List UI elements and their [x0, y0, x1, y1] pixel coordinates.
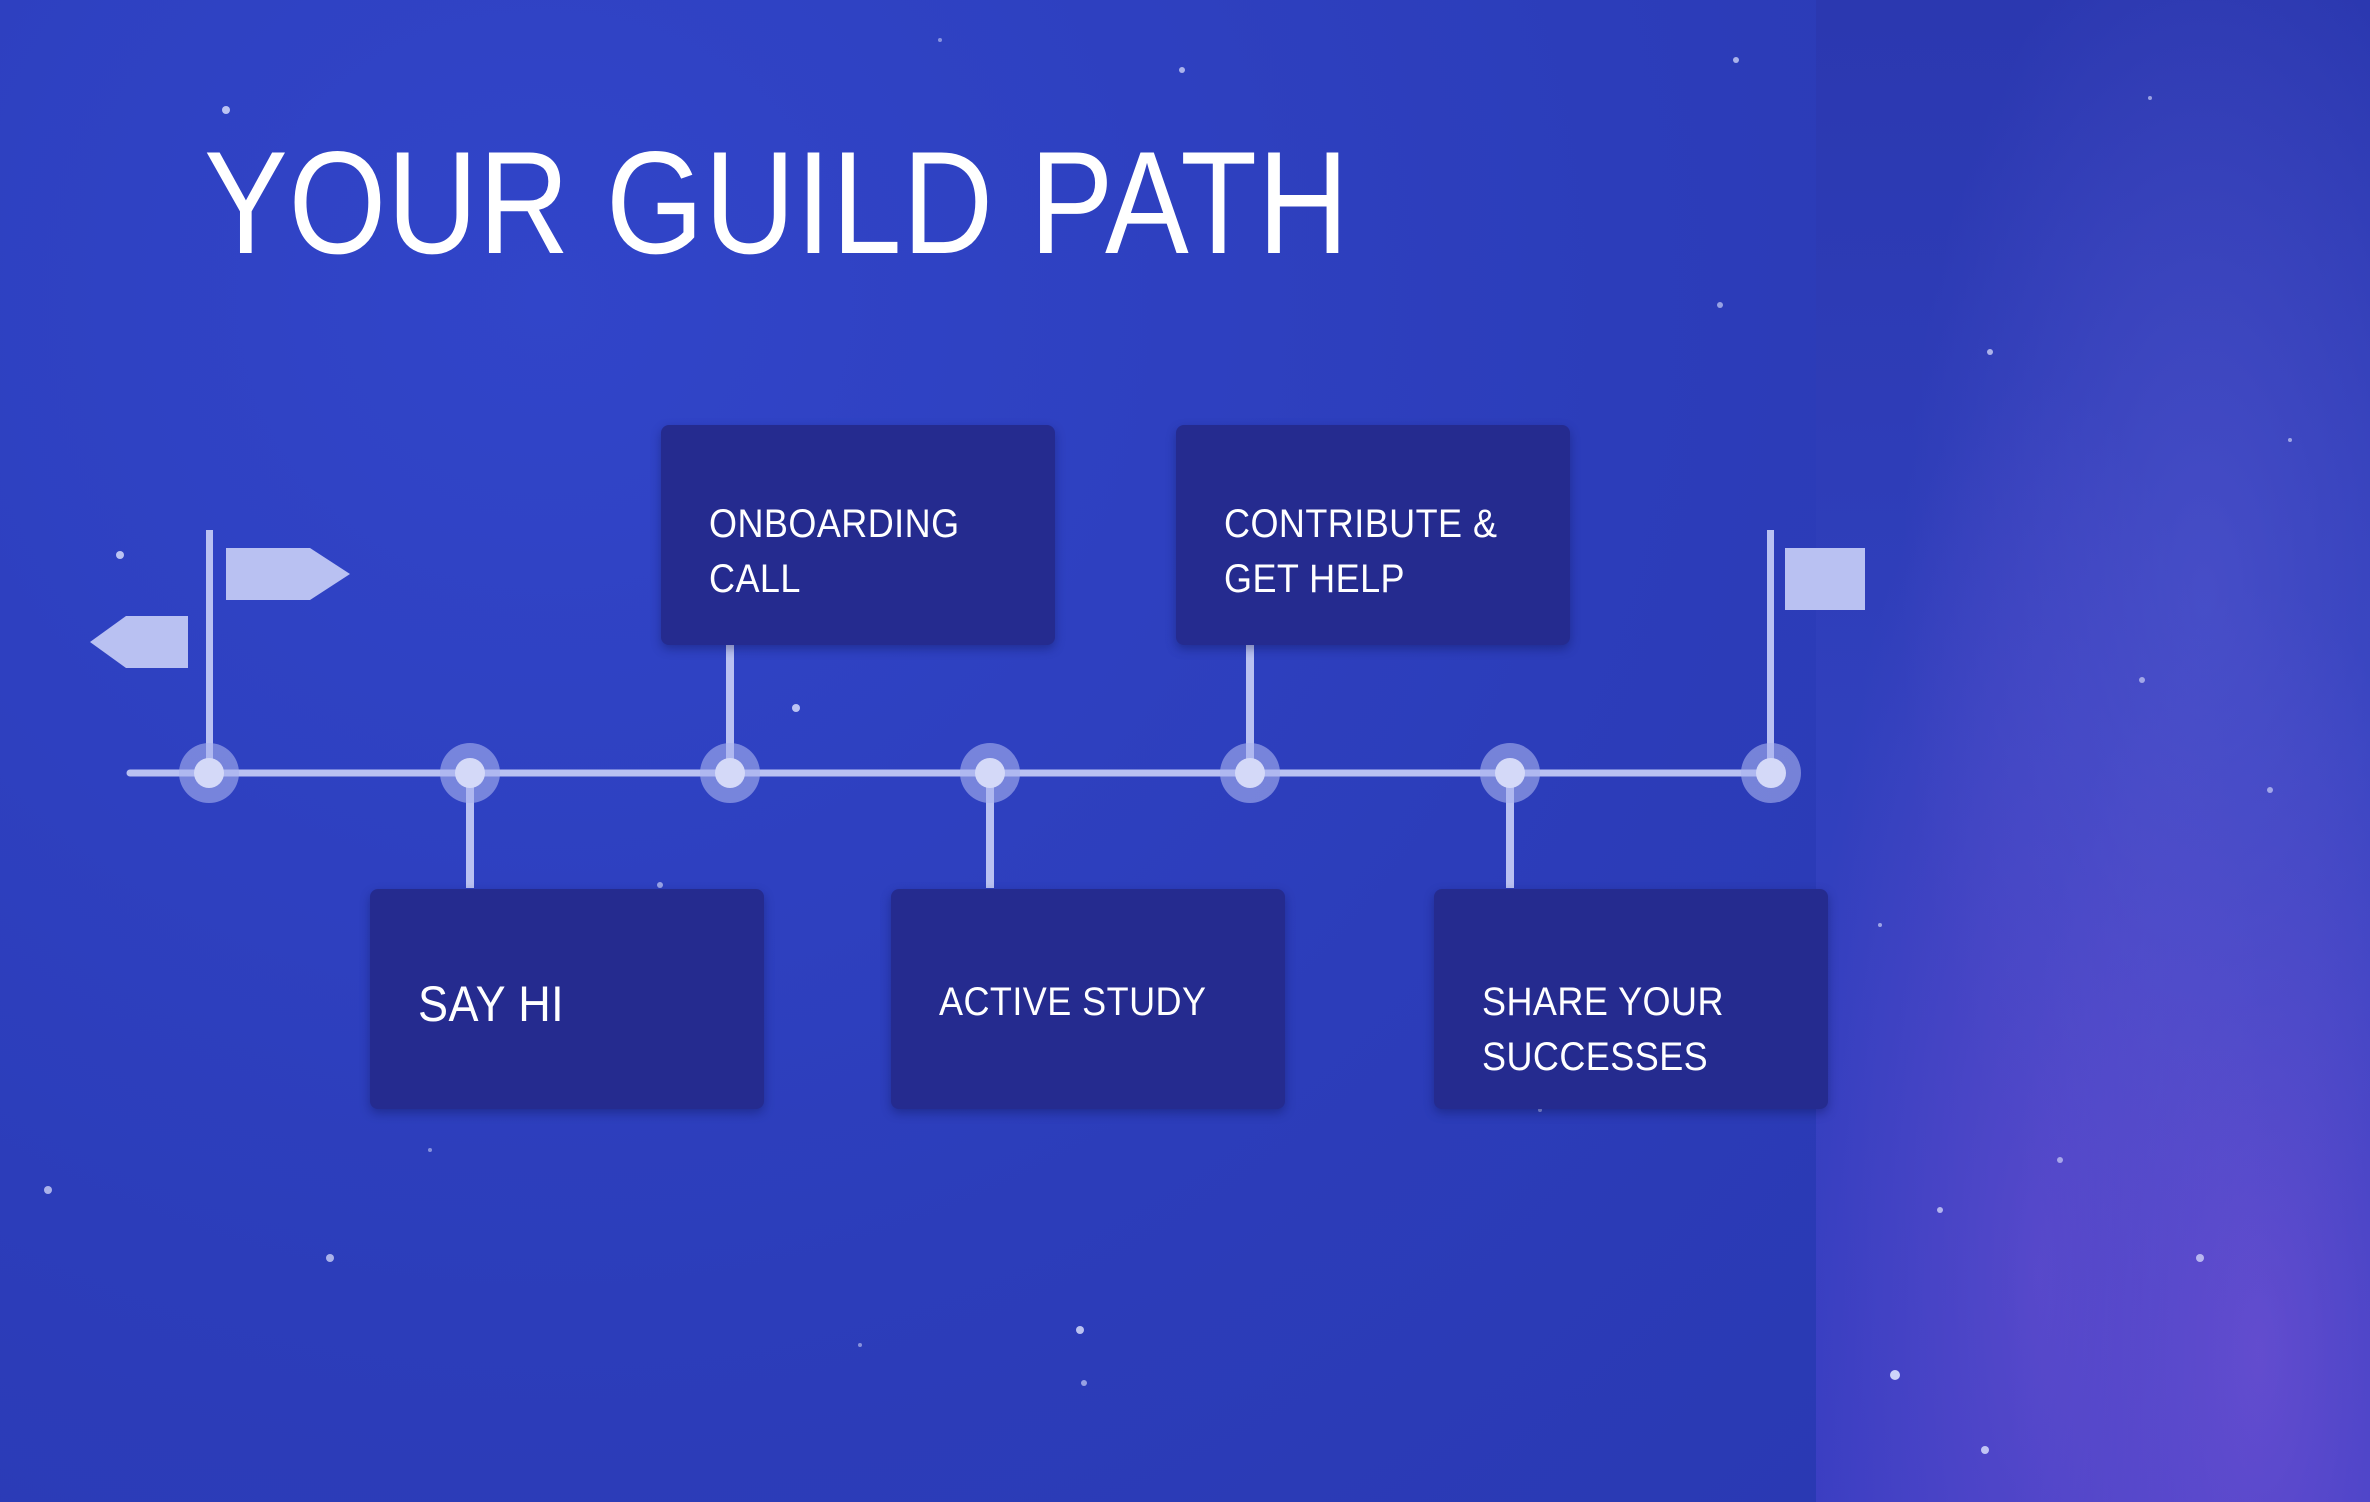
connector-active-study: [986, 773, 994, 888]
page-title: YOUR GUILD PATH: [204, 121, 1350, 284]
connector-contribute: [1246, 645, 1254, 773]
step-box-say-hi: SAY HI: [370, 889, 764, 1109]
step-label-active-study: ACTIVE STUDY: [939, 980, 1207, 1024]
connector-onboarding: [726, 645, 734, 773]
step-label-contribute-get-help: CONTRIBUTE & GET HELP: [1224, 502, 1498, 601]
step-label-say-hi: SAY HI: [418, 976, 565, 1032]
step-label-share-successes: SHARE YOUR SUCCESSES: [1482, 980, 1724, 1079]
connector-say-hi: [466, 773, 474, 888]
signpost-flags-icon: [90, 530, 350, 773]
step-box-active-study: ACTIVE STUDY: [891, 889, 1285, 1109]
milestone-node-3: [700, 743, 760, 803]
step-label-onboarding-call: ONBOARDING CALL: [709, 502, 960, 601]
finish-flag-icon: [1767, 530, 1865, 773]
step-box-contribute-get-help: CONTRIBUTE & GET HELP: [1176, 425, 1570, 645]
milestone-node-6: [1480, 743, 1540, 803]
step-box-onboarding-call: ONBOARDING CALL: [661, 425, 1055, 645]
milestone-node-4: [960, 743, 1020, 803]
connector-share: [1506, 773, 1514, 888]
step-box-share-successes: SHARE YOUR SUCCESSES: [1434, 889, 1828, 1109]
starfield-panel: [1816, 0, 2370, 1502]
milestone-node-7: [1741, 743, 1801, 803]
milestone-node-5: [1220, 743, 1280, 803]
milestone-node-1: [179, 743, 239, 803]
milestone-node-2: [440, 743, 500, 803]
